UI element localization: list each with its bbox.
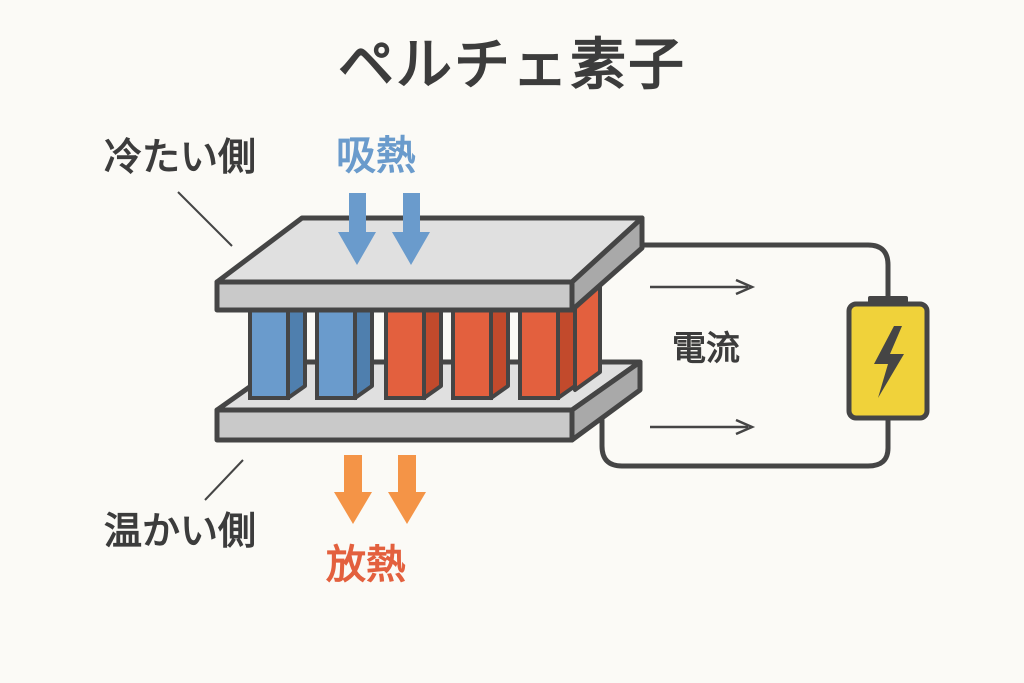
battery-icon [846,296,930,421]
cold-side-leader-line [177,191,233,247]
heat-absorption-arrow-1 [338,193,376,265]
heat-release-arrow-1 [334,455,372,524]
heat-absorption-label: 吸熱 [336,133,416,179]
heat-release-arrow-2 [388,455,426,524]
pellet-hot-2 [451,296,510,400]
cold-side-label: 冷たい側 [104,135,257,179]
current-label: 電流 [672,329,740,369]
pellet-hot-1 [384,296,443,400]
warm-side-leader-line [204,459,244,501]
warm-side-label: 温かい側 [104,509,257,553]
heat-release-label: 放熱 [326,542,406,588]
pellet-cold-1 [248,296,307,400]
circuit-wire [597,242,891,469]
pellet-hot-3 [518,296,577,400]
lightning-bolt-icon [874,326,904,398]
top-plate [214,215,645,313]
current-arrow-bottom [650,418,756,436]
current-arrow-top [650,278,756,296]
pellet-cold-2 [315,296,374,400]
heat-absorption-arrow-2 [392,193,430,265]
diagram-title: ペルチェ素子 [338,33,686,98]
